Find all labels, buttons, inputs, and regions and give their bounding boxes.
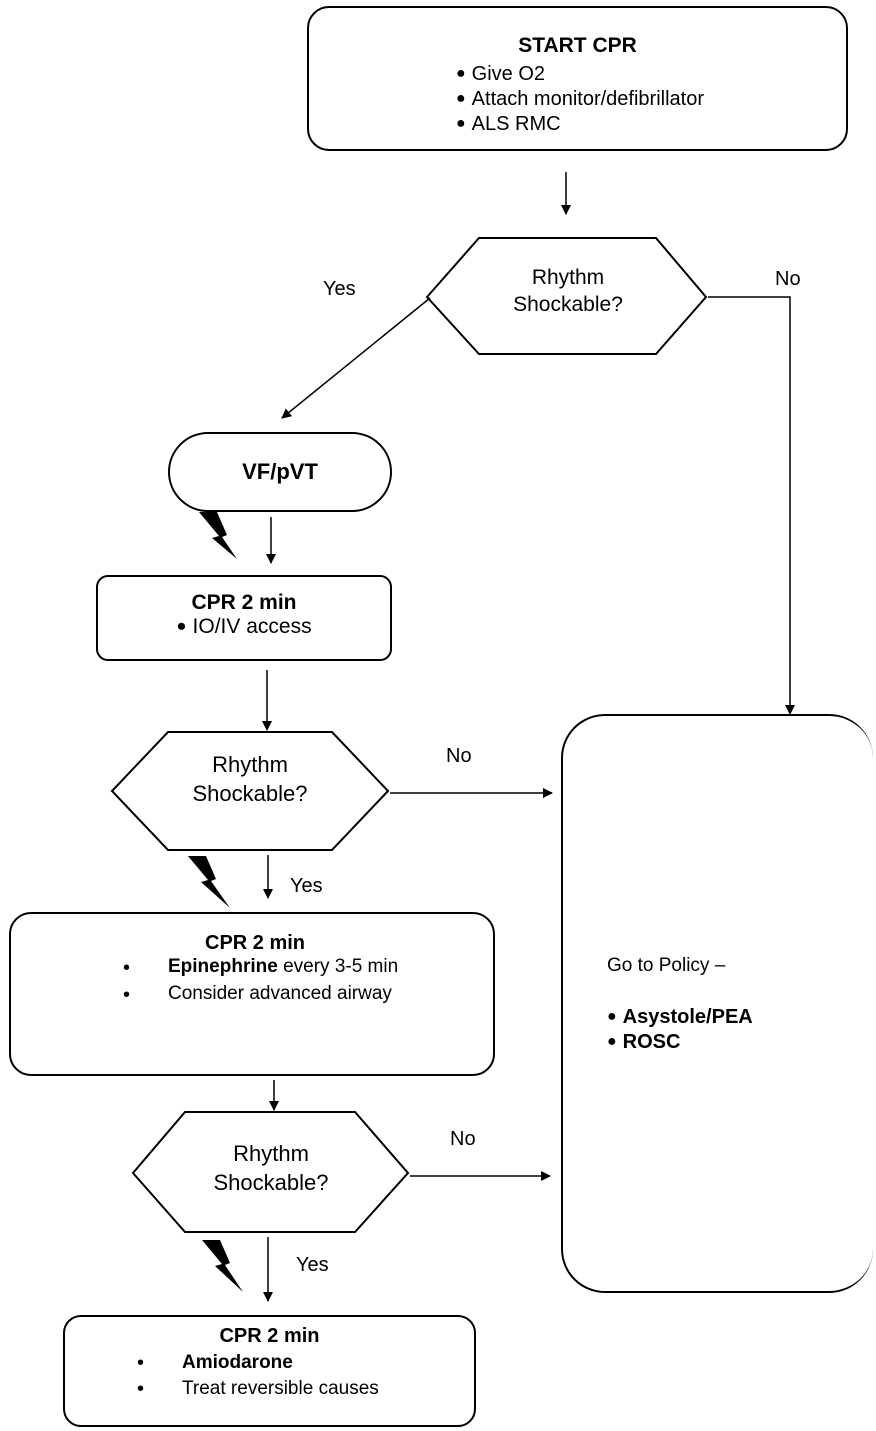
decision3-line2: Shockable? [213,1169,329,1195]
cpr-box-1-list: IO/IV access [98,615,390,639]
cpr-box-2-title: CPR 2 min [205,932,306,954]
decision-hexagon-3 [131,1111,410,1233]
decision1-line2: Shockable? [513,293,623,317]
cpr-box-1: CPR 2 min IO/IV access [96,575,392,661]
cpr2-item-epinephrine: Epinephrine every 3-5 min [123,955,453,981]
decision2-no-label: No [446,745,472,767]
start-cpr-list: Give O2 Attach monitor/defibrillator ALS… [456,62,704,137]
decision1-yes-label: Yes [323,278,356,300]
decision1-line1: Rhythm [531,266,605,289]
epinephrine-label: Epinephrine [168,956,278,977]
cpr3-item-amiodarone: Amiodarone [137,1350,474,1377]
decision3-label: Rhythm Shockable? [186,1140,356,1197]
decision2-yes-label: Yes [290,875,323,897]
cpr-box-2-list: Epinephrine every 3-5 min Consider advan… [123,955,453,1009]
decision3-yes-label: Yes [296,1254,329,1276]
policy-item-rosc: ROSC [607,1030,753,1055]
start-item-oxygen: Give O2 [456,62,704,87]
cpr-box-3-list: Amiodarone Treat reversible causes [137,1350,474,1403]
lightning-bolt-icon [202,1240,243,1292]
start-cpr-box: START CPR Give O2 Attach monitor/defibri… [307,6,848,151]
cpr3-item-reversible: Treat reversible causes [137,1376,474,1403]
cpr-box-2: CPR 2 min Epinephrine every 3-5 min Cons… [9,912,495,1076]
arrow-decision1-no [708,296,795,715]
decision-hexagon-1 [425,237,708,355]
decision3-line1: Rhythm [233,1141,309,1166]
start-item-als: ALS RMC [456,112,704,137]
policy-item-asystole: Asystole/PEA [607,1005,753,1030]
epinephrine-interval: every 3-5 min [277,956,399,977]
decision-hexagon-2 [110,731,390,851]
cpr2-item-airway: Consider advanced airway [123,980,453,1009]
start-cpr-title: START CPR [518,34,637,57]
decision3-no-label: No [450,1128,476,1150]
decision1-no-label: No [775,268,801,290]
cpr1-item-access: IO/IV access [176,615,311,638]
start-item-monitor: Attach monitor/defibrillator [456,87,704,112]
vf-pvt-box: VF/pVT [168,432,392,512]
policy-heading: Go to Policy – [607,955,726,976]
decision2-line2: Shockable? [192,780,308,806]
cpr-box-3: CPR 2 min Amiodarone Treat reversible ca… [63,1315,476,1427]
arrow-decision1-yes [281,297,431,419]
cpr-box-1-title: CPR 2 min [191,591,297,614]
decision2-label: Rhythm Shockable? [168,751,332,808]
vf-pvt-label: VF/pVT [242,459,318,484]
amiodarone-label: Amiodarone [182,1352,293,1373]
lightning-bolt-icon [199,512,237,559]
decision1-label: Rhythm Shockable? [480,264,656,319]
decision2-line1: Rhythm [212,752,288,777]
policy-list: Asystole/PEA ROSC [607,1005,753,1055]
policy-box: Go to Policy – Asystole/PEA ROSC [561,714,873,1293]
lightning-bolt-icon [188,856,230,908]
cpr-box-3-title: CPR 2 min [219,1325,320,1347]
